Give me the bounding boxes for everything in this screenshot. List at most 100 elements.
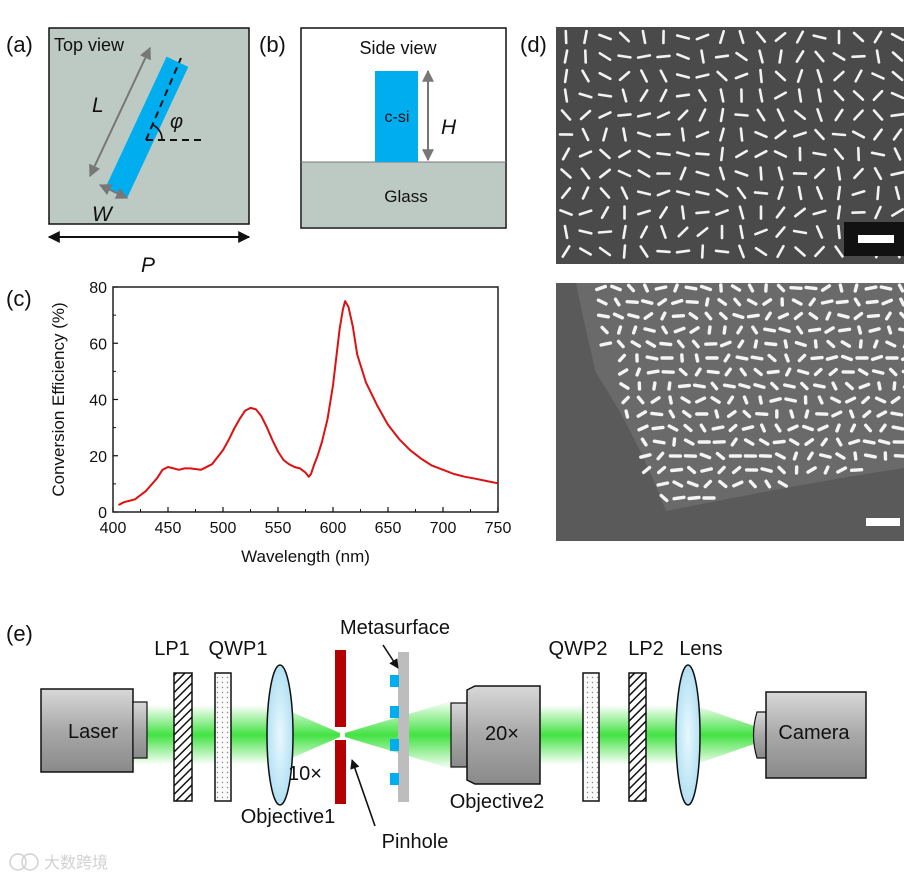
sem-pillar [654,285,668,291]
sem-pillar [830,396,842,404]
sem-pillar [794,246,806,257]
sem-pillar [734,72,749,80]
sem-pillar [814,128,825,141]
efficiency-curve [118,300,499,506]
sem-pillar [833,148,845,160]
sem-pillar [770,381,779,391]
sem-pillar [851,130,866,139]
sem-pillar [675,190,691,196]
sem-pillar [825,311,832,321]
sem-pillar [578,229,593,235]
sem-pillar [735,355,749,361]
waveplate-qwp2 [582,672,600,802]
sem-pillar [831,381,838,391]
sem-pillar [561,245,571,258]
sem-pillar [738,382,751,390]
panel-b-tag: (b) [259,32,286,57]
sem-pillar [636,410,648,418]
sem-pillar [815,225,824,239]
sem-pillar [578,247,593,256]
sem-pillar [560,109,572,121]
sem-pillar [769,397,782,403]
sem-pillar [718,479,728,489]
sem-pillar [617,54,632,59]
imaging-lens [675,664,701,806]
sem-pillar [746,313,760,319]
sem-pillar [700,49,705,64]
sem-pillar [753,339,759,349]
sem-pillar [694,367,702,377]
sem-pillar [784,353,790,363]
sem-pillar [820,437,828,447]
sem-pillar [812,34,827,40]
x-axis-label: Wavelength (nm) [241,547,370,566]
sem-pillar [758,49,764,64]
sem-pillar [812,151,827,157]
sem-pillar [863,453,877,459]
sem-pillar [892,381,897,391]
sem-pillar [853,167,864,180]
sem-pillar [612,312,625,320]
sem-pillar [618,368,629,376]
sem-pillar [814,50,825,63]
sem-pillar [677,383,692,389]
pinhole-label: Pinhole [382,831,449,853]
sem-pillar [688,312,699,320]
sem-pillar [733,297,742,307]
sem-pillar [637,169,651,178]
sem-pillar [600,325,609,335]
sem-pillar [704,297,710,307]
sem-pillar [813,383,826,389]
sem-pillar [732,480,744,488]
sem-pillar [778,327,791,333]
sem-pillar [870,354,884,362]
sem-pillar [788,438,800,446]
sem-pillar [828,367,838,377]
sem-pillar [683,423,693,433]
top-view-title: Top view [54,35,125,55]
sem-pillar [868,327,881,333]
sem-pillar [766,369,780,375]
sem-pillar [618,31,631,43]
sem-pillar [734,170,749,177]
camera-label: Camera [778,722,850,744]
width-label: W [92,203,114,226]
sem-pillar [695,210,710,215]
sem-pillar [813,168,826,179]
sem-pillar [598,33,612,41]
sem-pillar [656,451,665,461]
sem-pillar [724,367,732,377]
sem-pillar [581,127,590,142]
camera: Camera [752,691,867,779]
sem-pillar [739,224,744,240]
sem-pillar [600,206,610,219]
sem-pillar [735,51,748,62]
sem-pillar [675,73,691,79]
sem-pillar [746,298,758,306]
sem-pillar [698,89,707,102]
sem-pillar [684,285,698,291]
sem-pillar [679,166,687,181]
objective2-mag: 20× [485,723,519,745]
sem-pillar [622,224,627,240]
y-tick-label: 0 [98,505,107,522]
sem-pillar [672,495,686,501]
sem-pillar [656,189,671,197]
sem-pillar [559,209,573,216]
sem-pillar [669,467,684,473]
sem-pillar [774,91,787,100]
sem-pillar [716,70,728,82]
sem-pillar [695,73,710,79]
sem-pillar [793,131,807,138]
sem-pillar [599,341,613,347]
sem-pillar [832,52,846,61]
sem-pillar [599,187,611,199]
sem-pillar [617,325,623,335]
sem-pillar [876,410,888,418]
plot-frame [112,286,499,513]
angle-arc [152,124,163,141]
sem-pillar [797,88,803,103]
sem-pillar [864,285,878,291]
sem-pillar [871,369,885,375]
